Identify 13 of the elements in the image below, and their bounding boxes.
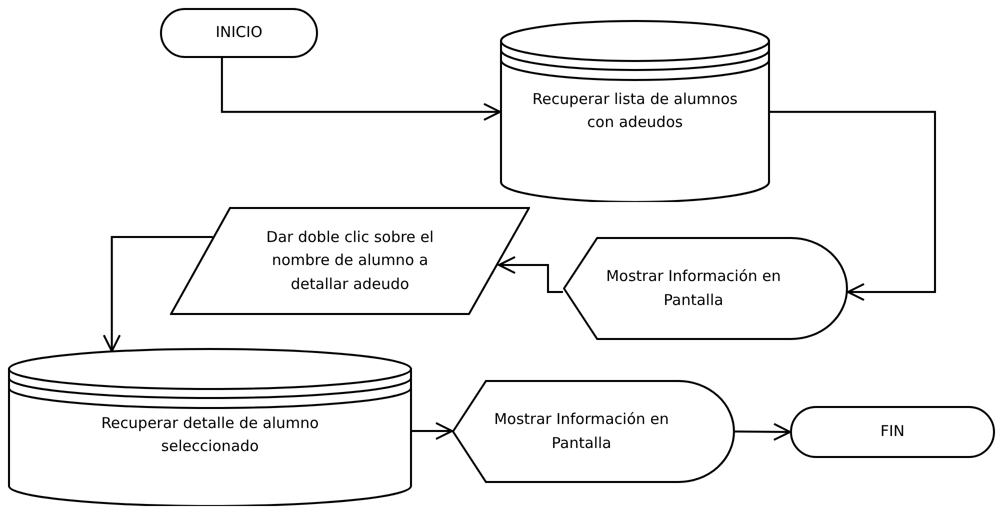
node-label: Dar doble clic sobre el nombre de alumno a detallar adeudo <box>265 227 435 295</box>
arrow <box>734 422 791 441</box>
arrow <box>770 110 936 301</box>
arrow <box>220 58 501 121</box>
node-label: FIN <box>880 421 905 442</box>
node-label: Mostrar Información en Pantalla <box>605 266 782 310</box>
arrow <box>102 236 213 352</box>
node-label: INICIO <box>216 22 262 44</box>
node-label: Mostrar Información en Pantalla <box>493 409 670 454</box>
arrow <box>412 422 453 440</box>
node-label: Recuperar detalle de alumno seleccionado <box>100 413 320 458</box>
node-label: Recuperar lista de alumnos con adeudos <box>531 89 739 134</box>
arrow <box>498 256 563 293</box>
